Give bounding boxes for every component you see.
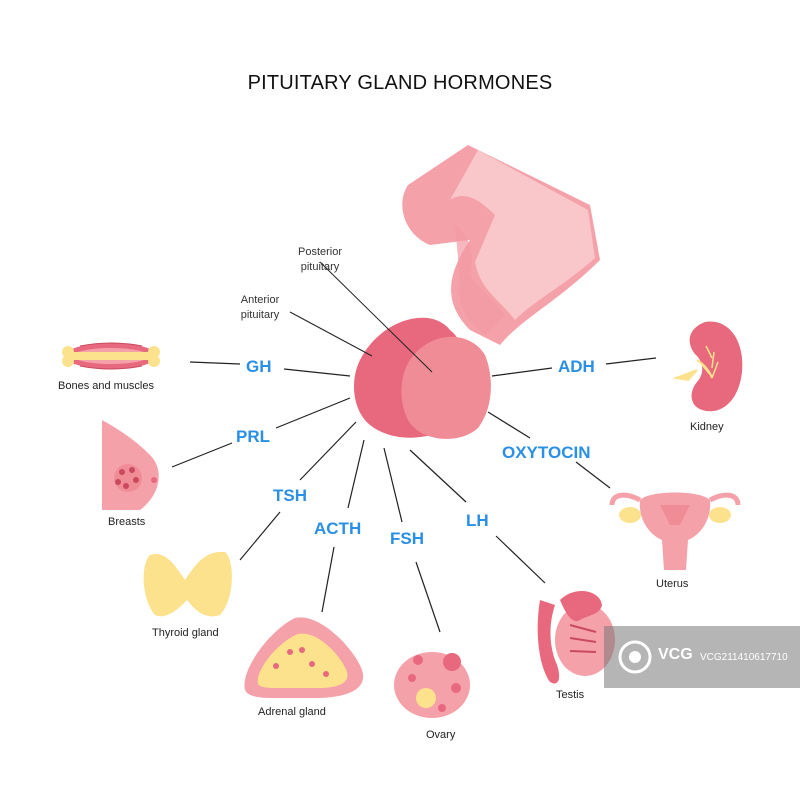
kidney-icon	[672, 321, 743, 412]
bones-and-muscles-icon	[62, 342, 160, 370]
organ-label-breasts: Breasts	[108, 516, 146, 528]
hormone-label-fsh: FSH	[390, 529, 424, 548]
hormone-label-lh: LH	[466, 511, 489, 530]
organ-label-thyroid-gland: Thyroid gland	[152, 627, 219, 639]
pituitary-stalk	[402, 145, 600, 345]
watermark-brand: VCG	[658, 646, 693, 663]
pituitary-gland	[354, 317, 491, 439]
hormone-label-tsh: TSH	[273, 486, 307, 505]
organ-label-adrenal-gland: Adrenal gland	[258, 706, 326, 718]
posterior-pituitary-label: Posterior pituitary	[297, 246, 343, 273]
organ-label-kidney: Kidney	[690, 421, 724, 433]
watermark-id: VCG211410617710	[700, 652, 788, 663]
watermark-logo-icon	[618, 640, 652, 674]
organ-label-bones-and-muscles: Bones and muscles	[58, 380, 154, 392]
hormone-label-prl: PRL	[236, 427, 270, 446]
testis-icon	[537, 590, 615, 684]
organ-label-uterus: Uterus	[656, 578, 689, 590]
hormone-label-acth: ACTH	[314, 519, 362, 538]
hormone-label-gh: GH	[246, 357, 272, 376]
anterior-pituitary-label: Anterior pituitary	[240, 294, 280, 321]
page-title: PITUITARY GLAND HORMONES	[247, 72, 553, 94]
hormone-label-oxytocin: OXYTOCIN	[502, 443, 591, 462]
organ-label-testis: Testis	[556, 689, 585, 701]
posterior-pointer	[319, 261, 433, 373]
thyroid-icon	[143, 551, 232, 617]
hormone-label-adh: ADH	[558, 357, 595, 376]
organ-label-ovary: Ovary	[426, 729, 456, 741]
ovary-icon	[394, 652, 470, 718]
posterior-lobe	[401, 336, 491, 439]
watermark: VCG VCG211410617710	[604, 626, 800, 688]
anterior-pointer	[289, 311, 373, 357]
breast-icon	[102, 420, 159, 510]
uterus-icon	[609, 492, 741, 570]
connector-lines	[171, 357, 657, 633]
adrenal-gland-icon	[244, 617, 364, 698]
